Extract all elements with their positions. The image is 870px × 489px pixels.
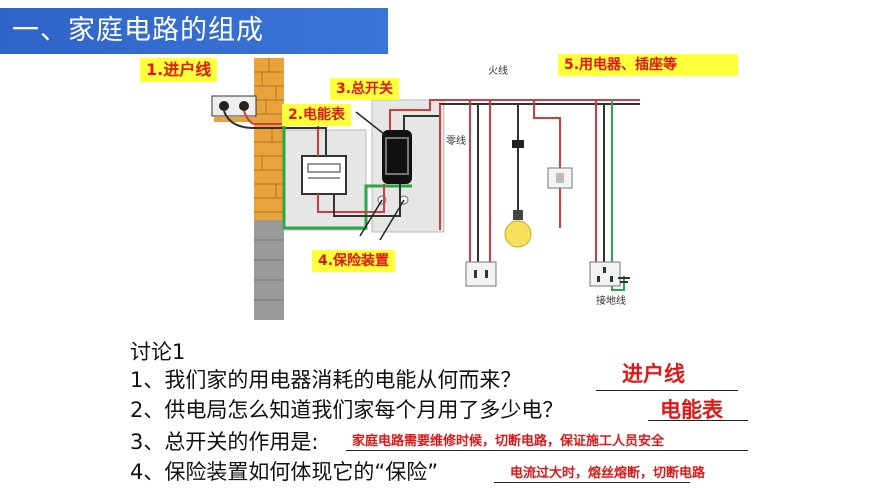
home-circuit-diagram: 火线 零线 接地线 [211,58,640,320]
label-pointers [355,111,405,241]
brick-wall [254,58,284,320]
answer-line-2 [648,420,748,421]
incoming-insulators [211,95,300,129]
tag-appliances: 5.用电器、插座等 [558,54,738,76]
question-3: 3、总开关的作用是: [130,430,319,454]
neutral-wire-label: 零线 [446,134,466,147]
question-4: 4、保险装置如何体现它的“保险” [130,460,439,484]
live-wire-label: 火线 [488,64,508,77]
answer-1: 进户线 [622,362,685,386]
tag-main-switch: 3.总开关 [330,78,400,100]
answer-line-1 [596,390,738,391]
socket-icon [465,261,497,287]
tag-incoming-line: 1.进户线 [140,58,218,82]
page-title: 一、家庭电路的组成 [0,8,388,54]
ground-wire-label: 接地线 [596,294,626,307]
branch-circuits [469,100,613,262]
grounded-socket-icon [589,261,630,291]
wall-switch-icon [547,167,573,189]
tag-meter: 2.电能表 [282,104,352,126]
lamp-icon [504,140,532,248]
question-1: 1、我们家的用电器消耗的电能从何而来？ [130,368,522,392]
answer-2: 电能表 [660,398,723,422]
tag-fuse: 4.保险装置 [312,250,396,272]
answer-line-4 [494,482,690,483]
main-wires [300,99,640,230]
question-2: 2、供电局怎么知道我们家每个月用了多少电？ [130,398,564,422]
answer-line-3 [346,450,748,451]
ground-wire-line [282,126,412,230]
discussion-heading: 讨论1 [130,340,186,364]
answer-4: 电流过大时，熔丝熔断，切断电路 [510,466,706,481]
answer-3: 家庭电路需要维修时候，切断电路，保证施工人员安全 [352,434,665,449]
